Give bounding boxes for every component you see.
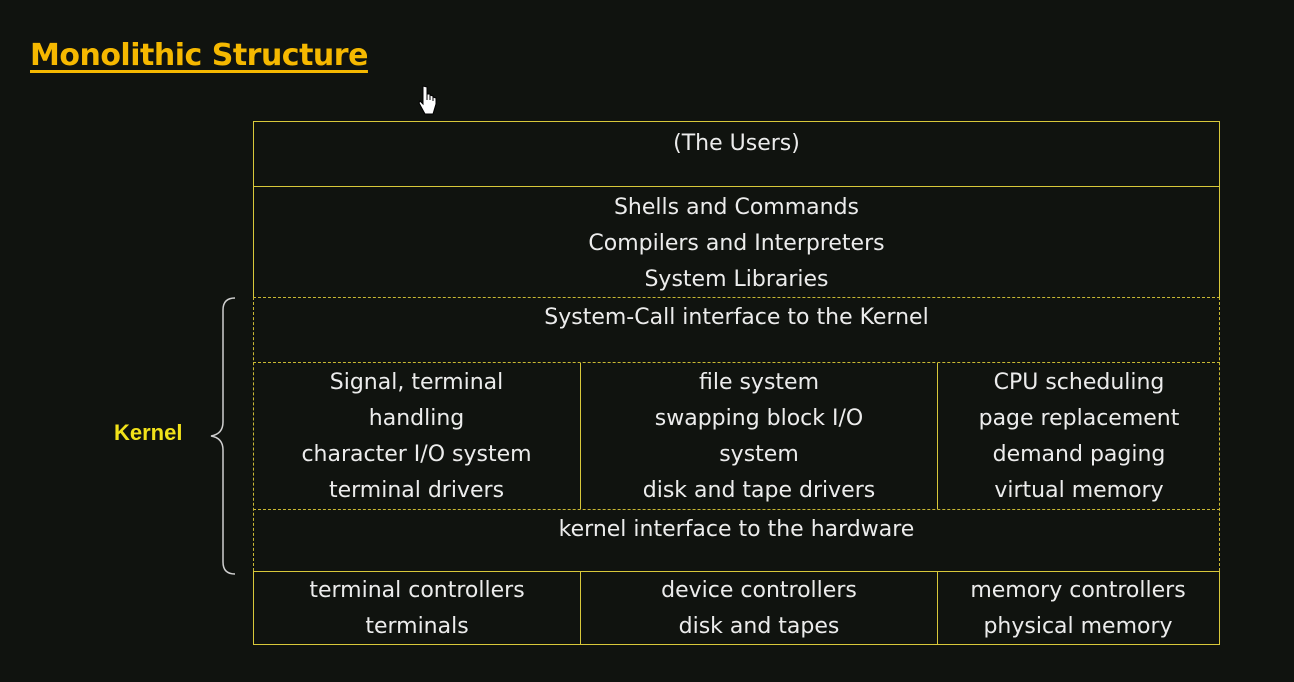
controllers-line: device controllers [661,578,857,603]
kernel-col-line: file system [698,370,820,395]
controllers-line: physical memory [983,614,1173,639]
mouse-pointer-icon [418,85,437,115]
controllers-layer: terminal controllers terminals device co… [253,571,1220,645]
kernel-col-line: virtual memory [994,478,1164,503]
controllers-col-terminal: terminal controllers terminals [254,572,580,644]
kernel-col-line: CPU scheduling [993,370,1165,395]
kernel-col-line: Signal, terminal [329,370,504,395]
kernel-col-line: system [719,442,799,467]
kernel-col-line: handling [368,406,465,431]
controllers-line: memory controllers [970,578,1186,603]
users-text: (The Users) [673,131,800,156]
kernel-col-line: terminal drivers [328,478,505,503]
kernel-col-fs: file system swapping block I/O system di… [580,363,937,509]
controllers-line: terminals [365,614,469,639]
syscall-text: System-Call interface to the Kernel [544,305,929,330]
syscall-layer: System-Call interface to the Kernel [253,297,1220,362]
page-title: Monolithic Structure [30,38,368,73]
kernel-col-line: character I/O system [301,442,532,467]
hw-interface-text: kernel interface to the hardware [558,517,915,542]
shells-line: Shells and Commands [613,195,860,220]
kernel-col-line: swapping block I/O [654,406,864,431]
controllers-col-memory: memory controllers physical memory [937,572,1218,644]
controllers-col-device: device controllers disk and tapes [580,572,937,644]
kernel-col-mem: CPU scheduling page replacement demand p… [937,363,1220,509]
users-layer: (The Users) [253,121,1220,187]
shells-line: System Libraries [644,267,829,292]
kernel-brace-icon [210,297,236,575]
controllers-line: terminal controllers [309,578,525,603]
kernel-col-io: Signal, terminal handling character I/O … [253,363,580,509]
kernel-col-line: demand paging [992,442,1166,467]
kernel-label: Kernel [114,420,183,445]
kernel-col-line: page replacement [978,406,1180,431]
hardware-interface-layer: kernel interface to the hardware [253,509,1220,571]
kernel-services-layer: Signal, terminal handling character I/O … [253,362,1220,509]
kernel-col-line: disk and tape drivers [642,478,876,503]
shells-layer: Shells and Commands Compilers and Interp… [253,186,1220,298]
controllers-line: disk and tapes [678,614,840,639]
shells-line: Compilers and Interpreters [588,231,885,256]
kernel-region [253,297,1220,571]
monolithic-structure-diagram: (The Users) Shells and Commands Compiler… [253,121,1220,645]
